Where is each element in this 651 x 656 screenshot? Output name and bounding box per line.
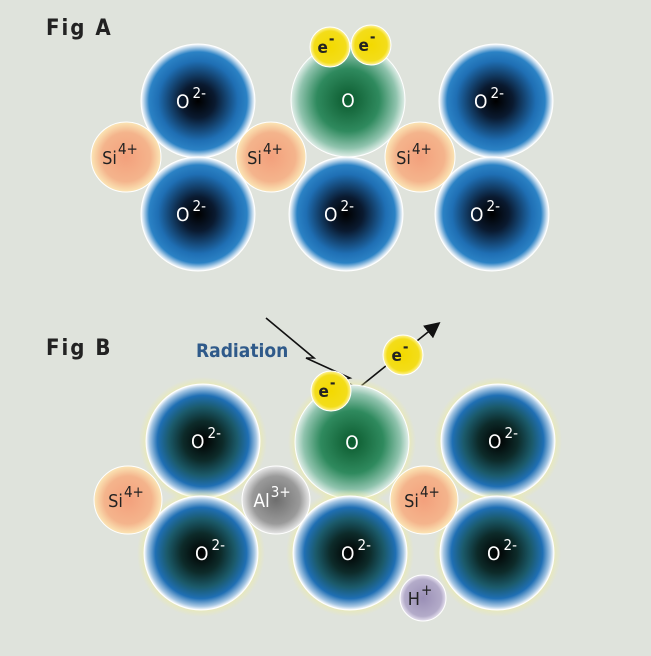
fig-b-silicon-right: Si4+: [389, 465, 459, 535]
svg-text:Si4+: Si4+: [247, 140, 283, 169]
svg-text:O2-: O2-: [488, 424, 518, 453]
fig-a-silicon-left: Si4+: [90, 121, 162, 193]
fig-a-label: Fig A: [46, 16, 113, 41]
svg-text:O2-: O2-: [176, 197, 206, 226]
fig-b-silicon-left: Si4+: [93, 465, 163, 535]
svg-text:Si4+: Si4+: [396, 140, 432, 169]
fig-a-silicon-middle: Si4+: [235, 121, 307, 193]
svg-text:O2-: O2-: [341, 536, 371, 565]
fig-b-hydrogen-ion: H+: [399, 574, 447, 622]
fig-a-oxygen-atom: O: [290, 42, 406, 158]
oxide-symbol: O: [176, 91, 189, 113]
svg-text:Al3+: Al3+: [253, 483, 290, 512]
svg-text:e-: e-: [318, 30, 335, 58]
svg-text:O2-: O2-: [176, 84, 206, 113]
svg-text:e-: e-: [392, 338, 409, 366]
fig-b-electron-trapped: e-: [310, 370, 352, 412]
fig-b-aluminum-ion: Al3+: [241, 465, 311, 535]
svg-text:e-: e-: [319, 374, 336, 402]
svg-text:O: O: [345, 432, 358, 454]
svg-text:O2-: O2-: [474, 84, 504, 113]
fig-b-label: Fig B: [46, 336, 112, 361]
svg-text:Si4+: Si4+: [102, 140, 138, 169]
oxygen-symbol: O: [341, 90, 354, 112]
svg-text:Si4+: Si4+: [108, 483, 144, 512]
oxide-charge: 2-: [192, 84, 206, 102]
fig-a-silicon-right: Si4+: [384, 121, 456, 193]
fig-a-electron-right: e-: [350, 24, 392, 66]
radiation-label: Radiation: [196, 340, 288, 362]
fig-a-electron-left: e-: [309, 26, 351, 68]
svg-text:Si4+: Si4+: [404, 483, 440, 512]
svg-text:O2-: O2-: [191, 424, 221, 453]
svg-text:O2-: O2-: [195, 536, 225, 565]
svg-text:e-: e-: [359, 28, 376, 56]
fig-b-electron-ejected: e-: [382, 334, 424, 376]
svg-text:H+: H+: [408, 581, 433, 610]
svg-text:O2-: O2-: [487, 536, 517, 565]
svg-text:O2-: O2-: [324, 197, 354, 226]
svg-text:O2-: O2-: [470, 197, 500, 226]
